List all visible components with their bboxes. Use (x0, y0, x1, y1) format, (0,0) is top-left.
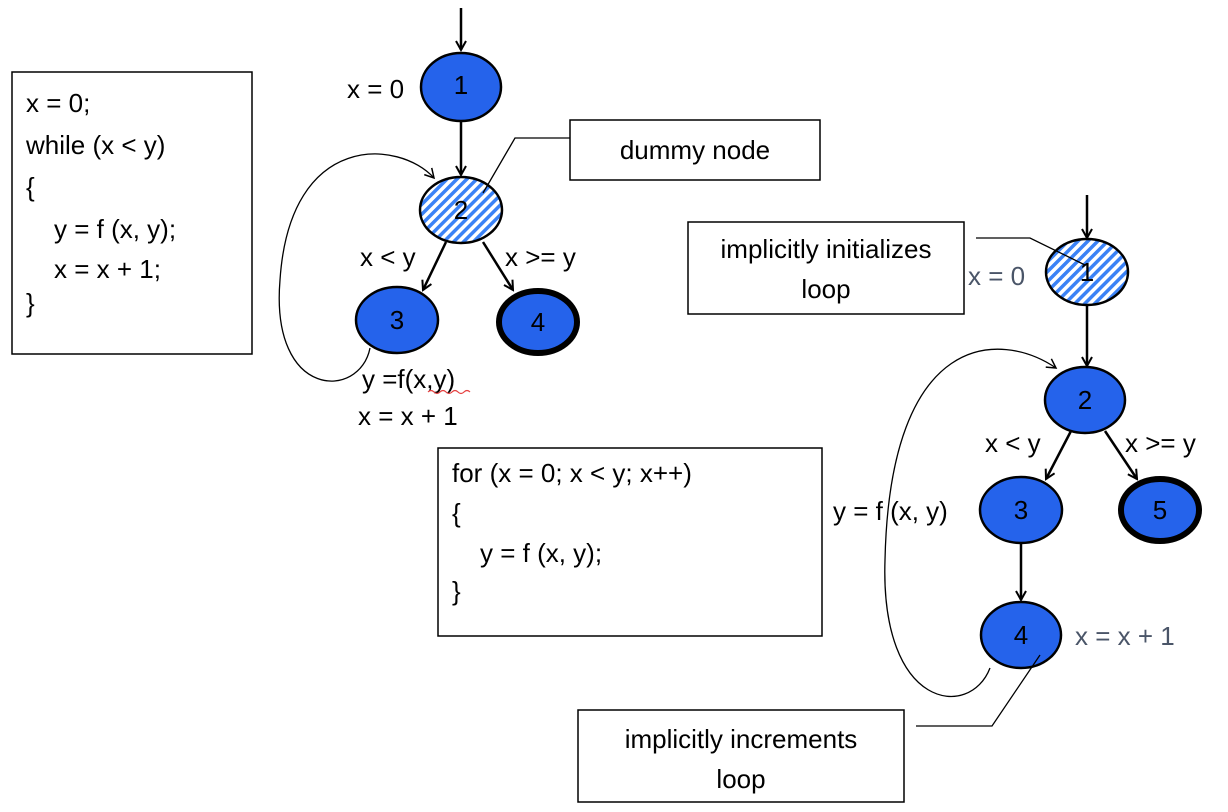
while-code-box: x = 0; while (x < y) { y = f (x, y); x =… (11, 71, 253, 355)
svg-text:2: 2 (454, 195, 468, 225)
node-3: 3 (978, 475, 1064, 545)
code-line: { (452, 498, 461, 528)
code-line: } (26, 288, 35, 318)
true-edge-label: x < y (360, 242, 416, 272)
right-graph: 1 2 3 4 5 x = 0 x < y x >= y y = f (x, y… (577, 195, 1202, 803)
svg-text:4: 4 (1014, 620, 1028, 650)
svg-text:loop: loop (716, 764, 765, 794)
code-line: x = 0; (26, 88, 90, 118)
code-line: { (26, 172, 35, 202)
code-line: } (452, 576, 461, 606)
edge-2-3 (423, 241, 448, 290)
node-5-exit: 5 (1118, 476, 1202, 544)
svg-text:5: 5 (1153, 495, 1167, 525)
svg-text:loop: loop (801, 274, 850, 304)
svg-text:1: 1 (454, 70, 468, 100)
false-edge-label: x >= y (1125, 428, 1196, 458)
svg-text:implicitly increments: implicitly increments (625, 724, 858, 754)
node-4-increment: 4 (979, 600, 1063, 670)
init-label: x = 0 (968, 261, 1025, 291)
svg-text:3: 3 (390, 305, 404, 335)
svg-text:3: 3 (1014, 495, 1028, 525)
loop-back-edge (278, 153, 436, 382)
increment-label: x = x + 1 (1075, 621, 1175, 651)
code-line: while (x < y) (25, 130, 165, 160)
init-label: x = 0 (347, 74, 404, 104)
edge-2-3 (1046, 430, 1073, 479)
increment-label: x = x + 1 (358, 401, 458, 431)
false-edge-label: x >= y (505, 242, 576, 272)
node-2: 2 (1043, 365, 1127, 435)
loop-back-edge (884, 348, 1058, 698)
for-code-box: for (x = 0; x < y; x++) { y = f (x, y); … (437, 447, 823, 637)
svg-text:1: 1 (1080, 257, 1094, 287)
code-line: y = f (x, y); (480, 538, 602, 568)
node-1-init: 1 (1044, 237, 1130, 307)
code-line: x = x + 1; (54, 254, 161, 284)
init-callout: implicitly initializes loop (687, 221, 1086, 315)
edge-2-4 (481, 241, 513, 290)
node-4-exit: 4 (496, 288, 580, 356)
svg-text:implicitly initializes: implicitly initializes (721, 234, 932, 264)
svg-text:2: 2 (1078, 385, 1092, 415)
body-label: y =f(x,y) (362, 364, 455, 394)
node-1: 1 (419, 51, 503, 123)
left-graph: 1 2 3 4 x = 0 x < y x >= y y =f(x,y) x =… (278, 8, 821, 431)
svg-text:dummy node: dummy node (620, 135, 770, 165)
increment-callout: implicitly increments loop (577, 654, 1041, 803)
code-line: for (x = 0; x < y; x++) (452, 458, 692, 488)
svg-text:4: 4 (531, 307, 545, 337)
spellcheck-squiggle (427, 389, 471, 395)
node-3: 3 (354, 285, 440, 355)
edge-2-5 (1103, 430, 1137, 479)
body-label: y = f (x, y) (833, 496, 948, 526)
code-line: y = f (x, y); (54, 214, 176, 244)
dummy-node-callout: dummy node (482, 119, 821, 194)
node-2-dummy: 2 (418, 175, 504, 245)
true-edge-label: x < y (985, 428, 1041, 458)
